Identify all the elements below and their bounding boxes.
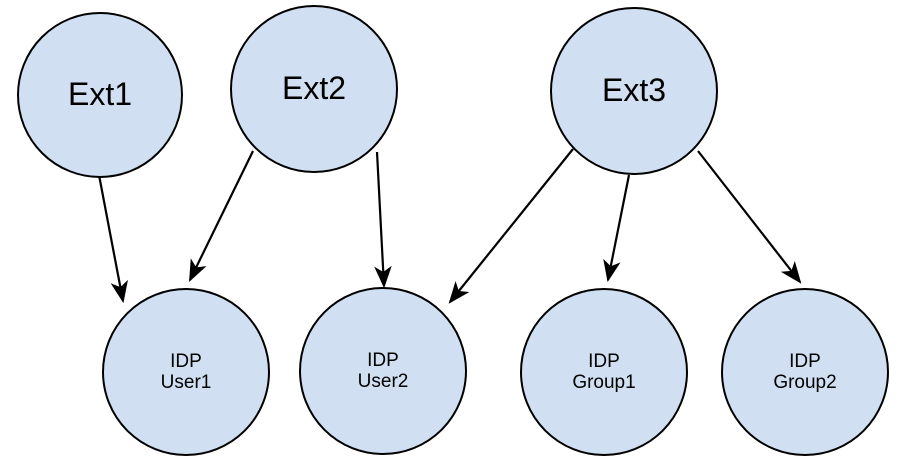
edge-ext3-group1: [603, 174, 631, 283]
node-user1[interactable]: IDP User1: [102, 288, 270, 456]
node-group2[interactable]: IDP Group2: [721, 288, 889, 456]
node-user2[interactable]: IDP User2: [299, 287, 467, 455]
node-label-ext2: Ext2: [281, 70, 347, 107]
edge-ext1-user1: [97, 174, 128, 304]
node-label-group2: IDP Group2: [773, 350, 837, 393]
node-label-user1: IDP User1: [160, 350, 212, 393]
node-ext2[interactable]: Ext2: [230, 5, 398, 173]
edges-group: [97, 148, 802, 304]
node-group1[interactable]: IDP Group1: [520, 288, 688, 456]
edge-ext2-user1: [189, 150, 254, 282]
node-ext3[interactable]: Ext3: [550, 7, 718, 175]
edge-ext3-user2: [448, 148, 574, 304]
node-label-user2: IDP User2: [357, 349, 409, 392]
node-label-ext1: Ext1: [67, 76, 133, 113]
edge-ext2-user2: [374, 151, 392, 289]
node-label-group1: IDP Group1: [572, 350, 636, 393]
node-ext1[interactable]: Ext1: [17, 12, 183, 178]
node-label-ext3: Ext3: [601, 72, 667, 109]
edge-ext3-group2: [697, 150, 802, 284]
